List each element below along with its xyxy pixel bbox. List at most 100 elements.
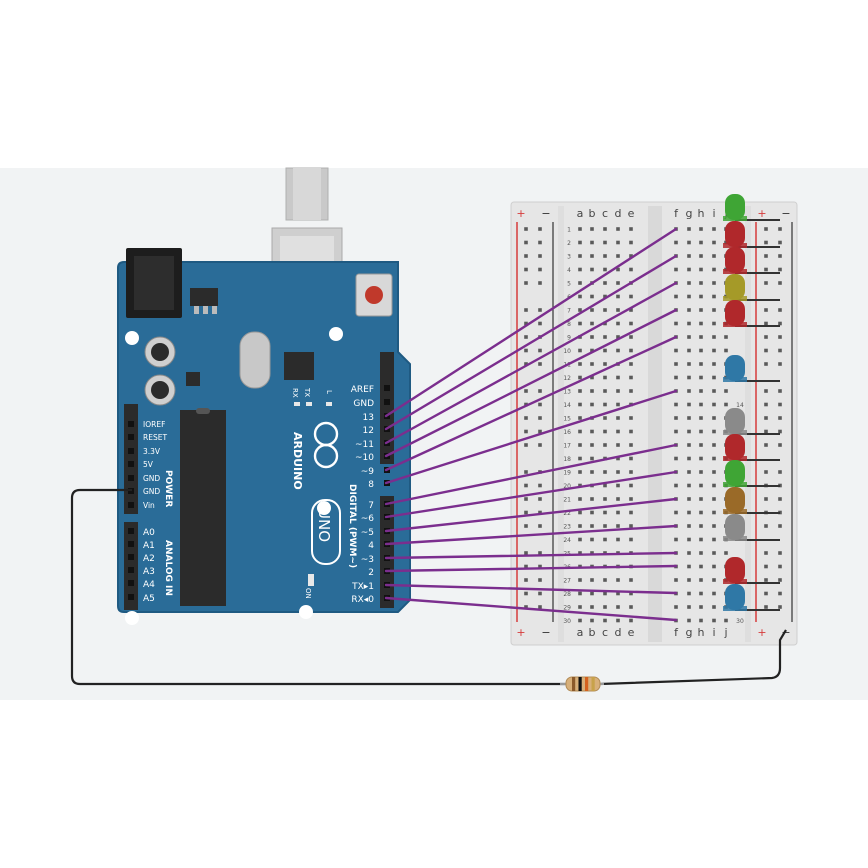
header-pin[interactable]	[128, 554, 134, 560]
header-pin[interactable]	[128, 580, 134, 586]
led[interactable]	[723, 247, 780, 274]
mount-hole	[329, 327, 343, 341]
power-pin-label: 5V	[143, 460, 154, 469]
pin-label: 2	[368, 568, 374, 578]
power-pin-label: RESET	[143, 433, 167, 442]
column-letter: a	[577, 626, 584, 639]
digital-label: DIGITAL (PWM~)	[347, 484, 357, 568]
led-body	[725, 408, 745, 434]
header-pin[interactable]	[384, 399, 390, 405]
header-pin[interactable]	[128, 502, 134, 508]
column-letter: g	[686, 626, 693, 639]
resistor[interactable]	[560, 676, 604, 692]
column-letter: b	[589, 207, 596, 220]
row-number: 21	[563, 497, 571, 504]
row-number: 17	[563, 443, 571, 450]
power-pin-label: IOREF	[143, 420, 165, 429]
model-label: UNO	[315, 508, 333, 542]
atmega-chip	[180, 410, 226, 606]
jumper-wire	[384, 524, 678, 546]
led-rim	[723, 296, 747, 301]
column-letter: b	[589, 626, 596, 639]
led-body	[725, 221, 745, 247]
led[interactable]	[723, 274, 780, 301]
brand-label: ARDUINO	[291, 432, 304, 490]
led-rim	[723, 579, 747, 584]
led-column	[723, 194, 780, 611]
header-pin[interactable]	[128, 541, 134, 547]
pin-label: ~6	[361, 514, 375, 524]
header-pin[interactable]	[128, 421, 134, 427]
led[interactable]	[723, 194, 780, 221]
column-letter: i	[712, 626, 715, 639]
led[interactable]	[723, 221, 780, 248]
column-letter: e	[628, 626, 635, 639]
header-pin[interactable]	[384, 385, 390, 391]
pin-label: TX▸1	[351, 582, 374, 592]
usb-chip	[284, 352, 314, 380]
led-body	[725, 300, 745, 326]
led[interactable]	[723, 434, 780, 461]
row-number: 19	[563, 470, 571, 477]
column-letter: e	[628, 207, 635, 220]
led-body	[725, 514, 745, 540]
led[interactable]	[723, 460, 780, 487]
pin-label: GND	[353, 399, 374, 409]
tx-label: TX	[303, 387, 311, 397]
jumper-wire	[384, 443, 678, 506]
row-number: 5	[567, 281, 571, 288]
analog-pin-label: A5	[143, 594, 155, 604]
led[interactable]	[723, 514, 780, 541]
jumper-wire	[384, 596, 678, 622]
led[interactable]	[723, 300, 780, 327]
pin-label: ~9	[361, 467, 375, 477]
led-body	[725, 434, 745, 460]
power-pin-label: 3.3V	[143, 447, 161, 456]
jumper-wire	[384, 227, 678, 418]
power-header	[124, 404, 138, 514]
row-number: 15	[563, 416, 571, 423]
led[interactable]	[723, 487, 780, 514]
pin-label: 7	[368, 501, 374, 511]
pin-label: 4	[368, 541, 374, 551]
analog-pin-label: A3	[143, 567, 155, 577]
led-rim	[723, 430, 747, 435]
power-pin-label: Vin	[143, 501, 155, 510]
row-number: 24	[563, 537, 571, 544]
column-letter: h	[698, 626, 705, 639]
column-letter: g	[686, 207, 693, 220]
header-pin[interactable]	[128, 434, 134, 440]
led[interactable]	[723, 557, 780, 584]
rail-minus-sign: −	[781, 626, 790, 639]
header-pin[interactable]	[128, 528, 134, 534]
mount-hole	[125, 611, 139, 625]
header-pin[interactable]	[128, 461, 134, 467]
row-number: 16	[563, 429, 571, 436]
led[interactable]	[723, 408, 780, 435]
arduino-uno-board[interactable]: AREFGND1312~11~10~987~6~54~32TX▸1RX◂0IOR…	[117, 248, 411, 625]
l-label: L	[325, 390, 333, 394]
row-number: 30	[736, 618, 744, 625]
header-pin[interactable]	[128, 594, 134, 600]
header-pin[interactable]	[128, 567, 134, 573]
digital-header-top	[380, 352, 394, 464]
led-body	[725, 274, 745, 300]
led-body	[725, 355, 745, 381]
analog-header	[124, 522, 138, 610]
pin-label: ~5	[361, 528, 374, 538]
led[interactable]	[723, 355, 780, 382]
rail-plus-sign: +	[757, 626, 766, 639]
column-letter: i	[712, 207, 715, 220]
led-rim	[723, 536, 747, 541]
jumper-wire	[384, 254, 678, 431]
led-body	[725, 557, 745, 583]
rail-minus-sign: −	[781, 207, 790, 220]
header-pin[interactable]	[128, 475, 134, 481]
header-pin[interactable]	[128, 448, 134, 454]
pin-label: AREF	[351, 385, 374, 395]
mount-hole	[317, 501, 331, 515]
led[interactable]	[723, 584, 780, 611]
jumper-wire	[384, 497, 678, 533]
analog-pin-label: A1	[143, 541, 155, 551]
